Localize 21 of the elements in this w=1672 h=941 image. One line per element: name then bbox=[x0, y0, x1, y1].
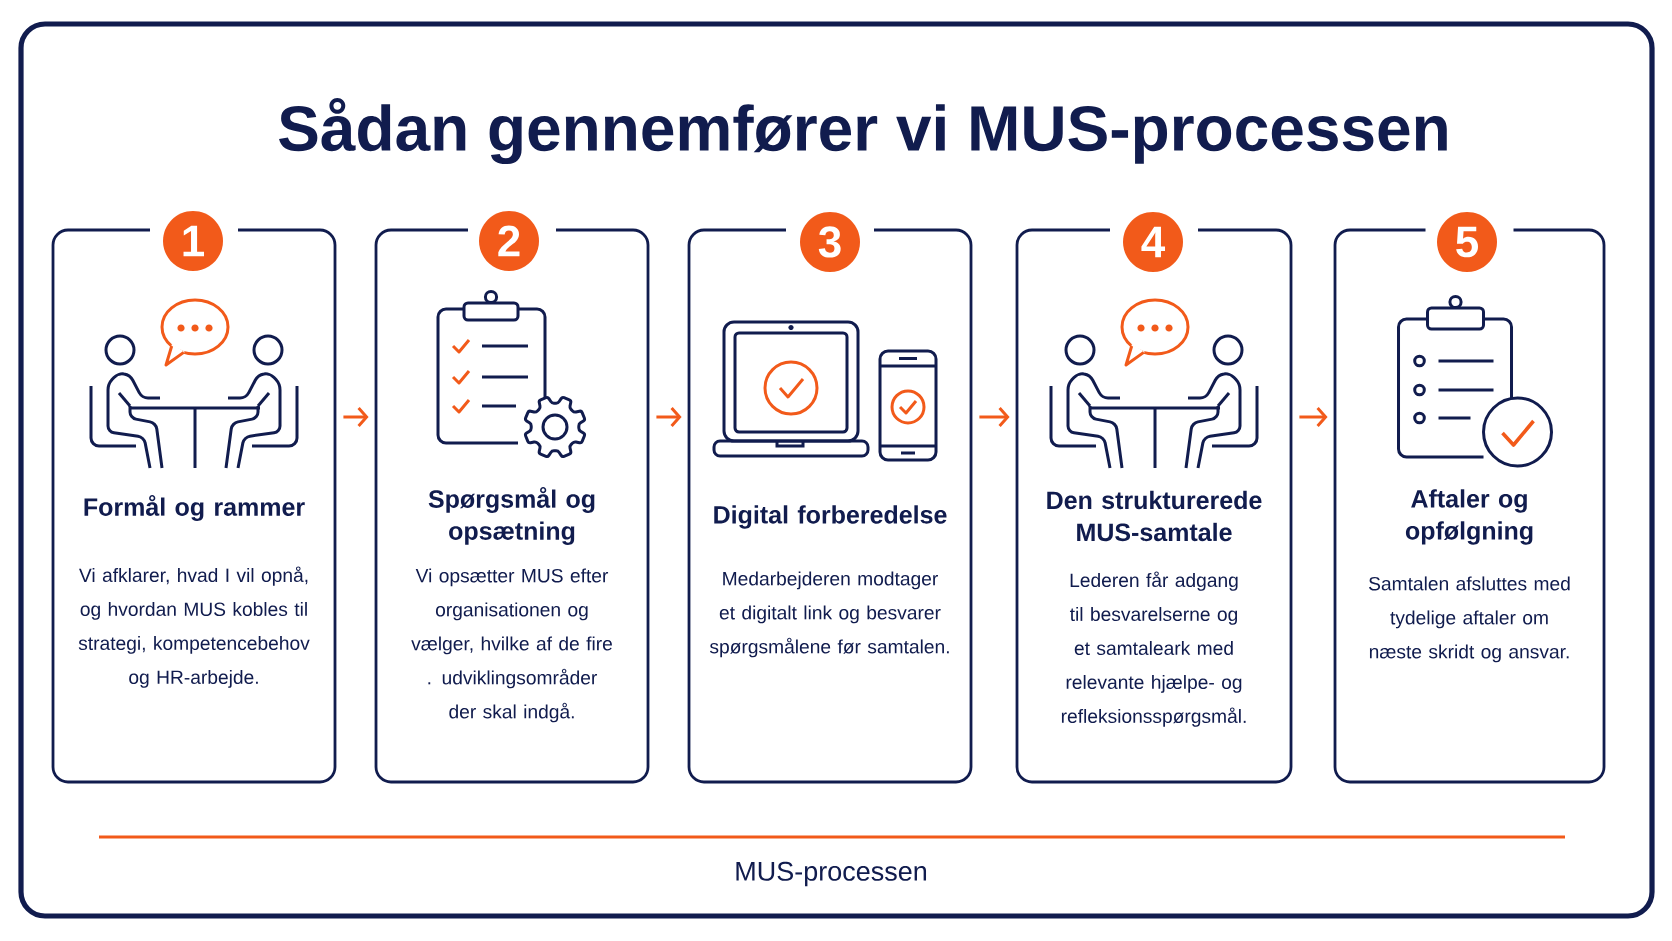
step-heading: Formål og rammer bbox=[84, 495, 305, 521]
step-heading: Digital forberedelse bbox=[714, 505, 947, 529]
number-badge: 3 bbox=[800, 212, 860, 272]
step-description: Vi afklarer, hvad I vil opnå, og hvordan MUS kobles til strategi, kompetencebehov og HR-arbejde. bbox=[78, 566, 310, 688]
number-badge: 5 bbox=[1437, 212, 1497, 272]
step-description: Vi opsætter MUS efter organisationen og vælger, hvilke af de fire . udviklingsområder der skal indgå. bbox=[411, 568, 612, 723]
title: Sådan gennemfører vi MUS-processen bbox=[279, 97, 1447, 165]
step-description: Samtalen afsluttes med tydelige aftaler om næste skridt og ansvar. bbox=[1369, 576, 1570, 663]
step-heading: Spørgsmål og opsætning bbox=[428, 487, 595, 545]
step-description: Lederen får adgang til besvarelserne og et samtaleark med relevante hjælpe- og refleksionsspørgsmål. bbox=[1061, 571, 1246, 727]
arrow bbox=[656, 407, 682, 427]
arrow bbox=[343, 407, 369, 427]
step-heading: Aftaler og opfølgning bbox=[1405, 489, 1533, 545]
step-heading: Den strukturerede MUS-samtale bbox=[1047, 490, 1262, 542]
number-badge: 4 bbox=[1123, 212, 1183, 272]
step-description: Medarbejderen modtager et digitalt link og besvarer spørgsmålene før samtalen. bbox=[709, 571, 949, 658]
timeline-label: MUS-processen bbox=[736, 861, 926, 887]
arrow bbox=[979, 407, 1010, 427]
arrow bbox=[1299, 407, 1328, 427]
number-badge: 2 bbox=[479, 211, 539, 271]
number-badge: 1 bbox=[163, 211, 223, 271]
